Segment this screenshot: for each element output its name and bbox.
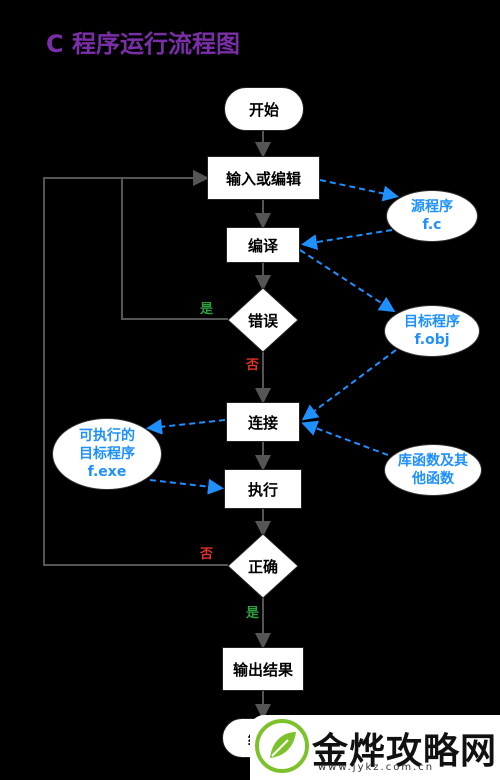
dash-input-source — [319, 179, 399, 202]
source-file-ellipse: 源程序 f.c — [386, 190, 478, 242]
exe-line3: f.exe — [87, 464, 127, 480]
source-line1: 源程序 — [411, 199, 453, 215]
library-ellipse: 库函数及其 他函数 — [384, 444, 482, 496]
output-node: 输出结果 — [222, 647, 304, 691]
dash-link-exe — [146, 418, 226, 435]
compile-node: 编译 — [226, 227, 300, 263]
error-diamond — [227, 287, 299, 353]
executable-file-ellipse: 可执行的 目标程序 f.exe — [52, 418, 162, 490]
dash-source-compile — [301, 229, 393, 250]
correct-label: 正确 — [247, 557, 278, 576]
correct-yes-label: 是 — [246, 606, 260, 621]
lib-line2: 他函数 — [412, 471, 454, 487]
dash-exe-execute — [149, 478, 224, 495]
input-edit-node: 输入或编辑 — [207, 156, 320, 200]
execute-node: 执行 — [224, 469, 302, 509]
dash-object-link — [301, 349, 397, 421]
object-line1: 目标程序 — [404, 314, 460, 330]
link-node: 连接 — [226, 402, 300, 442]
watermark-brand: 金烨攻略网 — [312, 731, 498, 772]
correct-no-label: 否 — [200, 547, 214, 562]
object-line2: f.obj — [414, 332, 450, 348]
start-node: 开始 — [224, 87, 304, 131]
error-label: 错误 — [247, 311, 278, 330]
page-title: C 程序运行流程图 — [46, 30, 240, 58]
exe-line1: 可执行的 — [79, 428, 135, 444]
lib-line1: 库函数及其 — [398, 453, 468, 469]
source-line2: f.c — [422, 217, 442, 233]
error-no-label: 否 — [246, 358, 260, 373]
object-file-ellipse: 目标程序 f.obj — [384, 305, 480, 357]
error-yes-label: 是 — [200, 302, 214, 317]
watermark-url: www.jykz.com.cn — [318, 762, 435, 773]
loop-correct-no — [43, 170, 228, 566]
dash-compile-object — [299, 249, 396, 313]
dash-lib-link — [301, 420, 389, 456]
leaf-logo-icon — [255, 719, 309, 773]
exe-line2: 目标程序 — [79, 446, 135, 462]
correct-diamond — [227, 533, 299, 599]
